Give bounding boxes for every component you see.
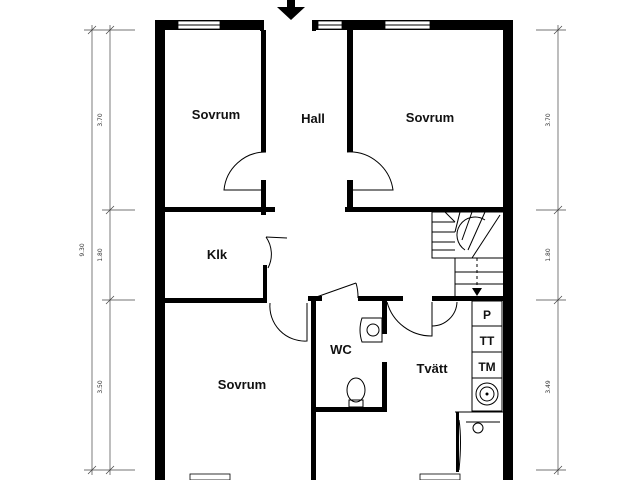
windows-bottom xyxy=(189,473,461,480)
fixture-p: P xyxy=(483,308,491,322)
dim-right-middle: 1.80 xyxy=(545,248,552,262)
entrance-gap xyxy=(264,20,312,31)
room-sovrum-top-left: Sovrum xyxy=(192,107,240,122)
wc-sink-icon xyxy=(359,317,383,343)
room-sovrum-top-right: Sovrum xyxy=(406,110,454,125)
door-swings xyxy=(223,151,458,342)
interior-walls xyxy=(165,30,503,480)
fixture-tt: TT xyxy=(480,334,495,348)
dim-left-middle: 1.80 xyxy=(97,248,104,262)
room-klk: Klk xyxy=(207,247,228,262)
dim-left-total: 9.30 xyxy=(79,243,86,257)
dimension-lines-left xyxy=(84,25,135,475)
room-wc: WC xyxy=(330,342,352,357)
entrance-arrow-icon xyxy=(277,0,305,20)
dimension-lines-right xyxy=(536,25,566,475)
staircase-icon xyxy=(431,211,503,296)
room-hall: Hall xyxy=(301,111,325,126)
dim-right-bottom: 3.49 xyxy=(545,380,552,394)
fixture-tm: TM xyxy=(478,360,495,374)
entrance-jamb-left xyxy=(260,20,264,31)
shower-icon xyxy=(455,411,503,472)
room-sovrum-bottom: Sovrum xyxy=(218,377,266,392)
dim-right-top: 3.70 xyxy=(545,113,552,127)
dim-left-bottom: 3.50 xyxy=(97,380,104,394)
windows-top xyxy=(177,20,431,30)
washbasin-icon xyxy=(475,382,499,406)
dim-left-top: 3.70 xyxy=(97,113,104,127)
room-tvatt: Tvätt xyxy=(416,361,448,376)
laundry-fixtures xyxy=(471,300,503,412)
entrance-jamb-right xyxy=(312,20,316,31)
wc-toilet-icon xyxy=(346,377,366,408)
